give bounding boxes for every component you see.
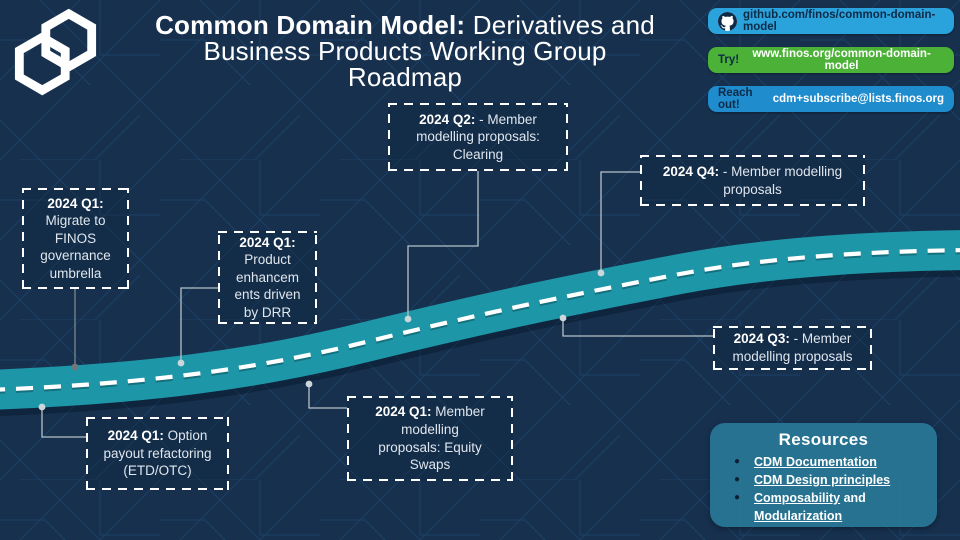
milestone-q1-option-payout: 2024 Q1: Option payout refactoring (ETD/…	[86, 417, 229, 490]
milestone-quarter: 2024 Q1:	[375, 404, 432, 420]
milestone-text: - Member modelling proposals	[722, 163, 843, 197]
reach-out-badge[interactable]: Reach out! cdm+subscribe@lists.finos.org	[708, 86, 954, 112]
bullet-icon: ●	[733, 474, 741, 486]
composability-text: Composability and Modularization	[754, 489, 866, 525]
milestone-quarter: 2024 Q2:	[419, 111, 476, 127]
cdm-hexagon-logo	[14, 8, 97, 96]
milestone-q3-member-proposals: 2024 Q3: - Member modelling proposals	[713, 326, 872, 370]
milestone-q1-migrate-finos: 2024 Q1: Migrate to FINOS governance umb…	[22, 188, 129, 289]
github-icon	[718, 11, 737, 31]
milestone-q1-equity-swaps: 2024 Q1: Member modelling proposals: Equ…	[347, 396, 513, 481]
title-rest: Derivatives and Business Products Workin…	[203, 10, 655, 92]
try-label: Try!	[718, 54, 740, 66]
bullet-icon: ●	[733, 456, 741, 467]
milestone-text: Member modelling proposals: Equity Swaps	[378, 404, 485, 473]
connector-dots	[38, 269, 605, 411]
connector-lines	[41, 171, 713, 438]
title-bold: Common Domain Model:	[155, 10, 466, 40]
milestone-quarter: 2024 Q1:	[239, 234, 296, 250]
milestone-quarter: 2024 Q4:	[662, 163, 720, 179]
resource-item: ● Composability and Modularization	[720, 489, 927, 525]
cdm-documentation-link[interactable]: CDM Documentation	[754, 455, 877, 469]
milestone-text: Product enhancem ents driven by DRR	[234, 252, 301, 320]
milestone-quarter: 2024 Q1:	[47, 195, 104, 211]
bullet-icon: ●	[733, 492, 741, 504]
github-link-badge[interactable]: github.com/finos/common-domain-model	[708, 8, 954, 34]
milestone-q2-clearing: 2024 Q2: - Member modelling proposals: C…	[388, 103, 568, 171]
resource-item: ● CDM Documentation	[720, 453, 927, 471]
composability-link[interactable]: Composability	[754, 491, 841, 506]
modularization-link[interactable]: Modularization	[754, 509, 843, 524]
milestone-text: Option payout refactoring (ETD/OTC)	[103, 428, 212, 479]
cdm-design-principles-link[interactable]: CDM Design principles	[754, 473, 891, 488]
try-url: www.finos.org/common-domain-model	[752, 48, 931, 72]
and-text: and	[840, 491, 866, 506]
try-link-badge[interactable]: Try! www.finos.org/common-domain-model	[708, 47, 954, 73]
subscribe-email: cdm+subscribe@lists.finos.org	[772, 93, 944, 105]
reach-out-label: Reach out!	[718, 87, 753, 111]
page-title: Common Domain Model: Derivatives and Bus…	[100, 12, 710, 90]
road	[0, 230, 960, 417]
milestone-q1-drr-enhancements: 2024 Q1: Product enhancem ents driven by…	[218, 231, 317, 324]
milestone-quarter: 2024 Q3:	[733, 331, 790, 347]
milestone-text: Migrate to FINOS governance umbrella	[40, 213, 111, 281]
resources-title: Resources	[778, 430, 869, 449]
milestone-quarter: 2024 Q1:	[107, 428, 164, 444]
milestone-text: - Member modelling proposals: Clearing	[416, 111, 540, 162]
github-url: github.com/finos/common-domain-model	[743, 9, 936, 33]
milestone-q4-member-proposals: 2024 Q4: - Member modelling proposals	[640, 155, 865, 206]
resources-panel: Resources ● CDM Documentation ● CDM Desi…	[710, 423, 937, 527]
milestone-text: - Member modelling proposals	[732, 331, 853, 364]
badge-list: github.com/finos/common-domain-model Try…	[708, 8, 954, 112]
resource-item: ● CDM Design principles	[720, 471, 927, 489]
